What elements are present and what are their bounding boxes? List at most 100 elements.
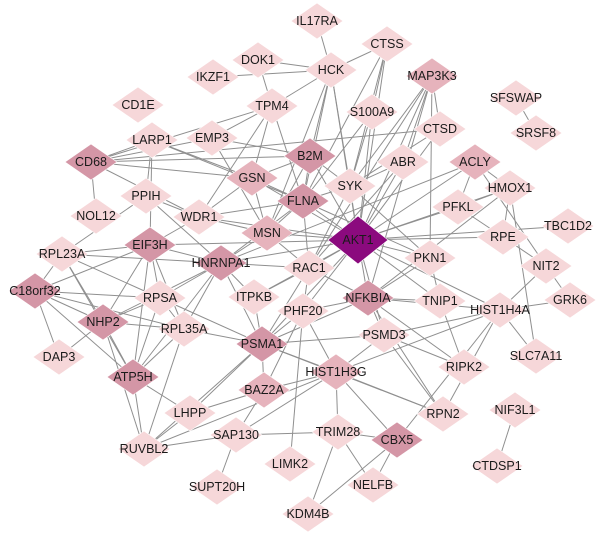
node-syk[interactable]: SYK	[323, 167, 377, 205]
node-larp1[interactable]: LARP1	[125, 121, 179, 159]
node-nfkbia[interactable]: NFKBIA	[341, 279, 395, 317]
node-tpm4[interactable]: TPM4	[245, 87, 299, 125]
node-label: HIST1H4A	[470, 303, 530, 317]
node-psmd3[interactable]: PSMD3	[357, 316, 411, 354]
node-pkn1[interactable]: PKN1	[403, 239, 457, 277]
node-lhpp[interactable]: LHPP	[163, 394, 217, 432]
node-label: PFKL	[442, 200, 473, 214]
node-sap130[interactable]: SAP130	[209, 416, 263, 454]
node-shape	[245, 87, 299, 125]
node-eif3h[interactable]: EIF3H	[123, 226, 177, 264]
node-shape	[416, 395, 470, 433]
node-s100a9[interactable]: S100A9	[345, 93, 399, 131]
node-ppih[interactable]: PPIH	[119, 177, 173, 215]
node-psma1[interactable]: PSMA1	[235, 325, 289, 363]
node-phf20[interactable]: PHF20	[276, 292, 330, 330]
edge-hist1h3g-rpn2	[335, 371, 444, 415]
node-label: PKN1	[414, 251, 447, 265]
node-dok1[interactable]: DOK1	[231, 41, 285, 79]
node-ripk2[interactable]: RIPK2	[437, 348, 491, 386]
node-sfswap[interactable]: SFSWAP	[489, 79, 543, 117]
node-hist1h4a[interactable]: HIST1H4A	[470, 291, 531, 329]
node-shape	[323, 167, 377, 205]
node-hmox1[interactable]: HMOX1	[483, 169, 537, 207]
node-ikzf1[interactable]: IKZF1	[186, 58, 240, 96]
node-itpkb[interactable]: ITPKB	[227, 278, 281, 316]
node-label: LARP1	[132, 133, 172, 147]
node-label: NFKBIA	[345, 291, 391, 305]
node-cd1e[interactable]: CD1E	[111, 86, 165, 124]
node-msn[interactable]: MSN	[240, 214, 294, 252]
node-srsf8[interactable]: SRSF8	[509, 114, 563, 152]
node-hist1h3g[interactable]: HIST1H3G	[305, 353, 367, 391]
node-shape	[509, 337, 563, 375]
edge-rpl35a-ruvbl2	[143, 328, 185, 450]
node-slc7a11[interactable]: SLC7A11	[509, 337, 563, 375]
node-shape	[185, 119, 239, 157]
node-rpsa[interactable]: RPSA	[133, 279, 187, 317]
node-baz2a[interactable]: BAZ2A	[237, 371, 291, 409]
node-shape	[276, 182, 330, 220]
node-label: GSN	[238, 171, 265, 185]
node-cbx5[interactable]: CBX5	[370, 421, 424, 459]
node-grk6[interactable]: GRK6	[543, 281, 597, 319]
node-rpl35a[interactable]: RPL35A	[157, 310, 211, 348]
node-tbc1d2[interactable]: TBC1D2	[541, 207, 595, 245]
node-rpl23a[interactable]: RPL23A	[35, 235, 89, 273]
node-shape	[157, 310, 211, 348]
node-limk2[interactable]: LIMK2	[263, 445, 317, 483]
node-shape	[309, 353, 363, 391]
edge-hmox1-nfkbia	[367, 187, 511, 299]
node-shape	[405, 57, 459, 95]
node-nit2[interactable]: NIT2	[519, 247, 573, 285]
node-emp3[interactable]: EMP3	[185, 119, 239, 157]
node-akt1[interactable]: AKT1	[327, 215, 389, 265]
node-label: CTSS	[370, 37, 403, 51]
node-nol12[interactable]: NOL12	[69, 197, 123, 235]
node-shape	[111, 86, 165, 124]
node-label: PSMA1	[241, 337, 283, 351]
node-il17ra[interactable]: IL17RA	[290, 2, 344, 40]
node-nhp2[interactable]: NHP2	[76, 303, 130, 341]
node-hnrnpa1[interactable]: HNRNPA1	[192, 244, 251, 282]
node-gsn[interactable]: GSN	[225, 159, 279, 197]
edge-syk-rac1	[308, 185, 351, 269]
edge-map3k3-nfkbia	[367, 75, 433, 299]
edge-syk-pkn1	[349, 185, 431, 259]
node-flna[interactable]: FLNA	[276, 182, 330, 220]
node-tnip1[interactable]: TNIP1	[413, 282, 467, 320]
node-ctss[interactable]: CTSS	[360, 25, 414, 63]
edge-hmox1-slc7a11	[509, 187, 537, 357]
edge-acly-akt1	[357, 161, 476, 241]
node-abr[interactable]: ABR	[376, 143, 430, 181]
node-nif3l1[interactable]: NIF3L1	[488, 391, 542, 429]
node-acly[interactable]: ACLY	[448, 143, 502, 181]
node-wdr1[interactable]: WDR1	[172, 198, 226, 236]
node-label: HNRNPA1	[192, 256, 251, 270]
node-pfkl[interactable]: PFKL	[431, 188, 485, 226]
node-ruvbl2[interactable]: RUVBL2	[117, 430, 171, 468]
node-map3k3[interactable]: MAP3K3	[405, 57, 459, 95]
node-shape	[125, 121, 179, 159]
node-cd68[interactable]: CD68	[64, 143, 118, 181]
node-trim28[interactable]: TRIM28	[311, 413, 365, 451]
node-ctdsp1[interactable]: CTDSP1	[470, 447, 524, 485]
node-c18orf32[interactable]: C18orf32	[8, 272, 62, 310]
node-rpe[interactable]: RPE	[476, 218, 530, 256]
node-label: MAP3K3	[407, 69, 456, 83]
node-shape	[476, 218, 530, 256]
node-label: RUVBL2	[120, 442, 169, 456]
node-kdm4b[interactable]: KDM4B	[281, 495, 335, 533]
node-b2m[interactable]: B2M	[283, 137, 337, 175]
node-supt20h[interactable]: SUPT20H	[189, 468, 245, 506]
node-ctsd[interactable]: CTSD	[413, 110, 467, 148]
node-dap3[interactable]: DAP3	[32, 338, 86, 376]
node-rac1[interactable]: RAC1	[282, 249, 336, 287]
node-atp5h[interactable]: ATP5H	[106, 358, 160, 396]
node-shape	[413, 110, 467, 148]
node-nelfb[interactable]: NELFB	[346, 466, 400, 504]
edge-rpsa-psma1	[159, 297, 263, 345]
node-rpn2[interactable]: RPN2	[416, 395, 470, 433]
node-hck[interactable]: HCK	[304, 51, 358, 89]
